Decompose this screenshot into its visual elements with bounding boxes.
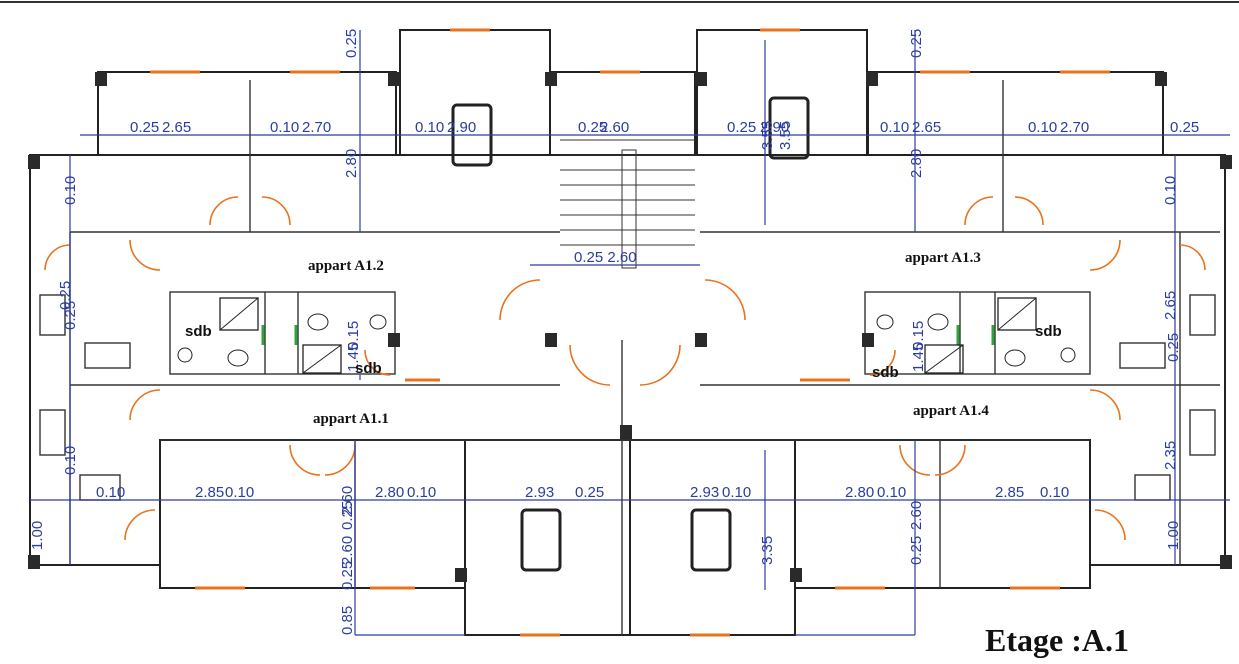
dims-bottom: 0.10 2.85 0.10 2.80 0.10 2.93 0.25 2.93 … [96,484,1069,501]
apartment-label-a14: appart A1.4 [913,403,989,419]
dim-v-12: 0.25 [908,536,925,565]
dim-bottom-7: 0.25 [575,484,604,501]
dim-v-23: 1.45 [345,343,362,372]
dim-v-28: 3.55 [777,121,794,150]
dim-bottom-5: 0.10 [407,484,436,501]
walls [29,29,1226,636]
dims-vertical: 0.25 2.80 0.25 3.55 2.80 0.25 2.60 0.25 … [29,29,1182,635]
windows [150,28,1110,637]
dim-v-17: 2.35 [1162,441,1179,470]
dim-bottom-13: 0.10 [1040,484,1069,501]
dim-v-16: 0.10 [1162,176,1179,205]
dim-v-22: 0.15 [910,321,927,350]
dim-v-4: 3.55 [759,121,776,150]
dim-v-26: 2.60 [339,486,356,515]
dim-stair: 0.25 2.60 [574,249,637,266]
dim-v-27: 0.25 [57,281,74,310]
dim-bottom-6: 2.93 [525,484,554,501]
dim-v-25: 0.25 [1165,333,1182,362]
apartment-label-a12: appart A1.2 [308,258,384,274]
dim-bottom-1: 0.10 [96,484,125,501]
room-label-sdb-1: sdb [185,323,212,340]
dim-v-24: 1.45 [910,343,927,372]
dim-top-10: 2.90 [760,119,789,136]
dim-top-2: 2.65 [162,119,191,136]
dim-top-12: 2.65 [912,119,941,136]
dim-v-2: 2.80 [343,149,360,178]
dim-bottom-3: 0.10 [225,484,254,501]
dim-v-3: 0.25 [908,29,925,58]
wall-bottom-right [794,439,1091,589]
dim-v-18: 2.65 [1162,291,1179,320]
dim-v-8: 0.25 [339,561,356,590]
dim-v-13: 1.00 [29,521,46,550]
dim-v-6: 0.25 [339,501,356,530]
dim-top-1: 0.25 [130,119,159,136]
dim-top-5: 0.10 [415,119,444,136]
dimension-lines [30,30,1230,636]
dim-top-4: 2.70 [302,119,331,136]
dim-v-21: 0.15 [345,321,362,350]
dim-v-20: 0.10 [62,446,79,475]
dim-top-11: 0.10 [880,119,909,136]
shower-markers [177,297,1076,374]
dim-top-8: 2.60 [600,119,629,136]
dim-v-9: 0.85 [339,606,356,635]
dim-top-3: 0.10 [270,119,299,136]
dim-bottom-4: 2.80 [375,484,404,501]
dim-top-13: 0.10 [1028,119,1057,136]
room-label-sdb-4: sdb [872,364,899,381]
floor-title: Etage :A.1 [985,622,1129,658]
dim-v-11: 2.60 [908,501,925,530]
dim-bottom-12: 2.85 [995,484,1024,501]
dim-bottom-10: 2.80 [845,484,874,501]
room-label-sdb-2: sdb [355,360,382,377]
dim-bottom-8: 2.93 [690,484,719,501]
dim-top-9: 0.25 [727,119,756,136]
dim-bottom-9: 0.10 [722,484,751,501]
wall-lift-right [629,439,796,636]
dim-bottom-11: 0.10 [877,484,906,501]
dim-v-7: 2.60 [339,536,356,565]
dim-v-5: 2.80 [908,149,925,178]
doors [44,196,1206,541]
wall-lift-left [464,439,631,636]
apartment-label-a13: appart A1.3 [905,250,981,266]
dim-top-7: 0.25 [578,119,607,136]
pillars [28,72,1232,582]
dim-top-14: 2.70 [1060,119,1089,136]
room-label-sdb-3: sdb [1035,323,1062,340]
dim-v-10: 3.35 [759,536,776,565]
dim-v-14: 1.00 [1165,521,1182,550]
dim-v-1: 0.25 [343,29,360,58]
wall-bottom-left [159,439,466,589]
dim-top-6: 2.90 [447,119,476,136]
dim-v-19: 0.25 [62,301,79,330]
dim-v-15: 0.10 [62,176,79,205]
dim-bottom-2: 2.85 [195,484,224,501]
dims-top: 0.25 2.65 0.10 2.70 0.10 2.90 0.25 2.60 … [130,119,1199,136]
dim-top-15: 0.25 [1170,119,1199,136]
apartment-label-a11: appart A1.1 [313,411,389,427]
